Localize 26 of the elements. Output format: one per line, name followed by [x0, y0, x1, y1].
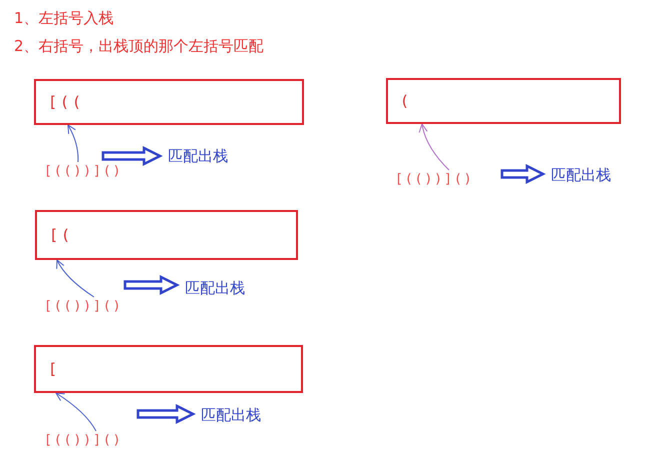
stack-box [386, 78, 621, 124]
arrow [56, 392, 96, 432]
arrow [68, 124, 79, 162]
stack-content: [ [48, 358, 60, 380]
hollow-arrow [124, 274, 180, 296]
stack-box [35, 210, 298, 260]
hollow-arrow [136, 404, 196, 424]
arrow [419, 124, 450, 170]
step-note: 1、左括号入栈 [14, 8, 114, 28]
hollow-arrow [102, 146, 163, 166]
stack-content: [( [49, 224, 74, 246]
hollow-arrow [500, 164, 546, 184]
stack-content: [(( [48, 92, 84, 113]
bracket-sequence: [(())]() [44, 162, 123, 182]
match-pop-text: 匹配出栈 [201, 404, 261, 426]
bracket-sequence: [(())]() [395, 170, 474, 190]
bracket-sequence: [(())]() [44, 431, 123, 450]
match-pop-text: 匹配出栈 [185, 277, 245, 300]
stack-box [34, 79, 304, 125]
bracket-sequence: [(())]() [44, 297, 123, 316]
step-note: 2、右括号，出栈顶的那个左括号匹配 [14, 36, 264, 56]
arrow [56, 260, 94, 298]
stack-content: ( [400, 90, 412, 112]
match-pop-text: 匹配出栈 [551, 164, 611, 186]
stack-box [34, 345, 303, 393]
match-pop-text: 匹配出栈 [168, 145, 228, 168]
